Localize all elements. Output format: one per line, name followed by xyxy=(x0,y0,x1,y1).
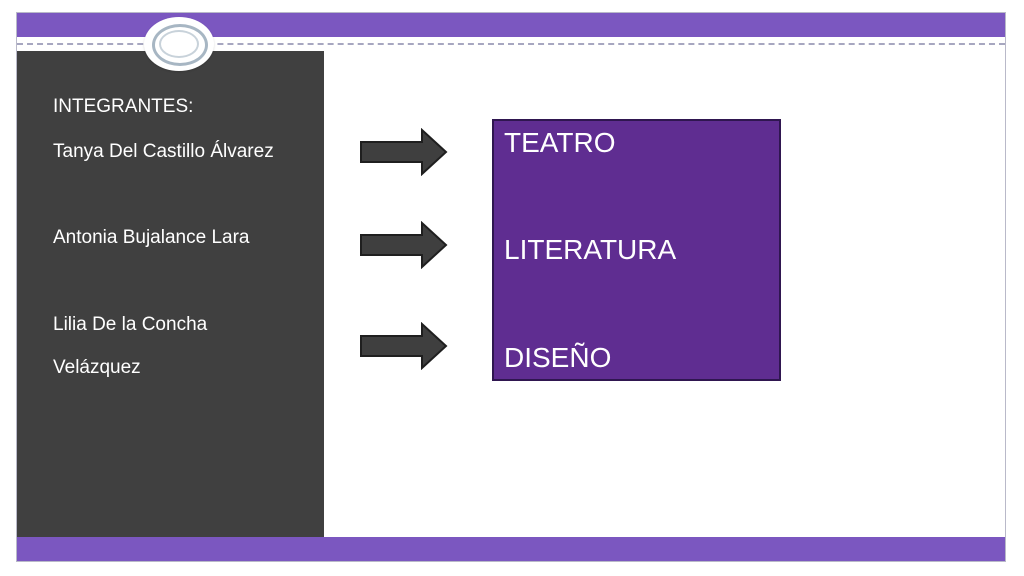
members-heading: INTEGRANTES: xyxy=(53,96,194,117)
member-name: Tanya Del Castillo Álvarez xyxy=(53,141,274,162)
oval-medallion-icon xyxy=(144,17,214,71)
subject-diseno: DISEÑO xyxy=(504,342,612,373)
member-name-continued: Velázquez xyxy=(53,357,141,378)
member-name: Antonia Bujalance Lara xyxy=(53,227,250,248)
right-arrow-icon xyxy=(360,128,448,176)
member-name: Lilia De la Concha xyxy=(53,314,208,335)
subject-literatura: LITERATURA xyxy=(504,234,677,265)
left-panel xyxy=(17,51,324,537)
medallion-ring xyxy=(152,24,208,66)
subject-teatro: TEATRO xyxy=(504,127,616,158)
right-arrow-icon xyxy=(360,221,448,269)
medallion-inner-ring xyxy=(159,30,199,58)
bottom-accent-band xyxy=(17,537,1005,561)
dashed-divider xyxy=(17,43,1005,45)
right-arrow-icon xyxy=(360,322,448,370)
subjects-box: TEATRO LITERATURA DISEÑO xyxy=(492,119,781,381)
